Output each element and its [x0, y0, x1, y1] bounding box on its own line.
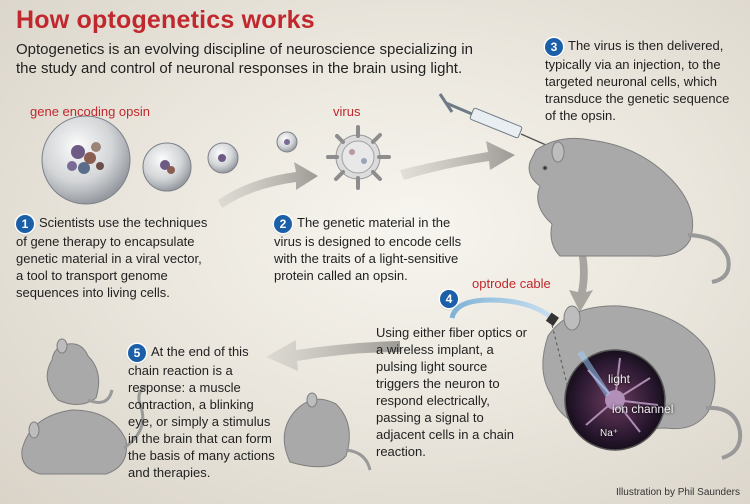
mouse-injection: [528, 137, 731, 284]
step-text: The genetic material in the virus is des…: [274, 215, 462, 283]
step-text: At the end of this chain reaction is a r…: [128, 344, 275, 480]
intro-paragraph: Optogenetics is an evolving discipline o…: [16, 41, 473, 77]
label-optrode-cable: optrode cable: [472, 276, 551, 291]
mouse-walking: [21, 384, 147, 475]
neuron-closeup: [564, 349, 666, 451]
mouse-grooming: [283, 392, 372, 471]
step-number-badge: 2: [274, 215, 292, 233]
label-light: light: [608, 372, 631, 386]
illustration-credit: Illustration by Phil Saunders: [616, 487, 740, 498]
label-na-ion: Na⁺: [600, 428, 619, 439]
step-4: Using either fiber optics or a wireless …: [376, 324, 528, 460]
label-gene-encoding-opsin: gene encoding opsin: [30, 104, 150, 119]
opsin-bubbles: [41, 115, 298, 205]
step-text: Scientists use the techniques of gene th…: [16, 215, 208, 300]
mouse-standing: [46, 338, 114, 405]
step-number-badge: 1: [16, 215, 34, 233]
virus-particle: [326, 125, 391, 190]
step-text: The virus is then delivered, typically v…: [545, 38, 730, 123]
page-title: How optogenetics works: [16, 6, 315, 34]
step-number-badge: 5: [128, 344, 146, 362]
label-virus: virus: [333, 104, 361, 119]
process-arrows: [218, 141, 593, 371]
step-number-badge-4: 4: [440, 290, 458, 308]
optrode-cable: [449, 297, 554, 320]
syringe: [438, 93, 547, 146]
label-ion-channel: ion channel: [612, 402, 674, 416]
step-number-badge: 3: [545, 38, 563, 56]
step-text: Using either fiber optics or a wireless …: [376, 325, 528, 459]
dna-cluster-large: [67, 142, 104, 174]
